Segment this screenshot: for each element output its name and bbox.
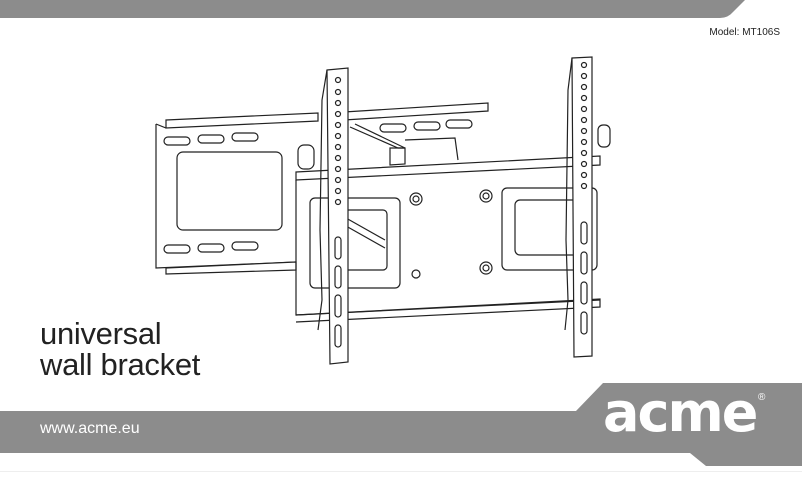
top-banner — [0, 0, 745, 18]
product-title: universal wall bracket — [40, 318, 200, 380]
product-title-line2: wall bracket — [40, 347, 201, 382]
bottom-divider — [0, 471, 802, 472]
model-number: Model: MT106S — [709, 27, 780, 38]
website-link[interactable]: www.acme.eu — [40, 420, 140, 437]
acme-logo: acme — [603, 381, 758, 444]
product-title-line1: universal — [40, 316, 162, 351]
registered-trademark-icon: ® — [758, 392, 766, 403]
